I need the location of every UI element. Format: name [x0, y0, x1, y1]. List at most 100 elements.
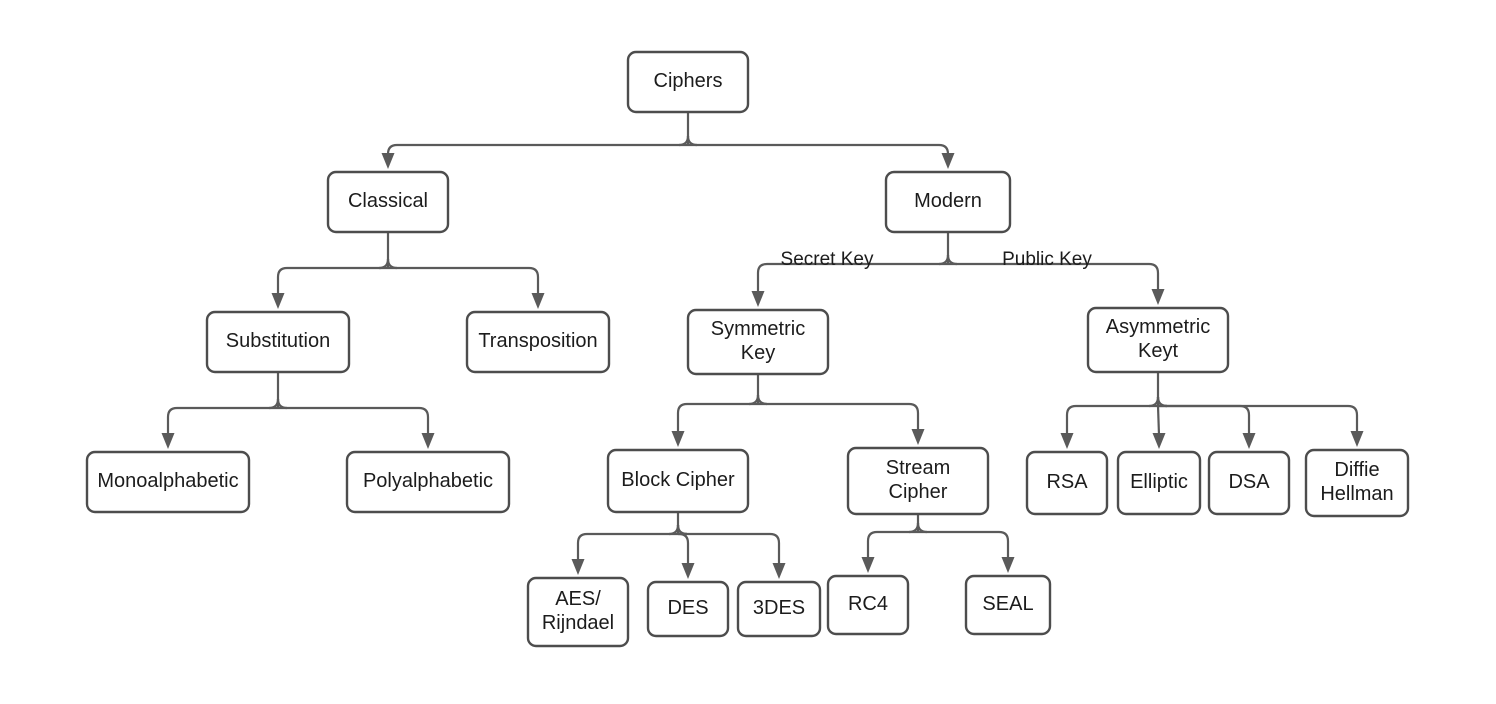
arrow-head-icon [671, 431, 685, 447]
node-box-ciphers [626, 50, 750, 114]
edge-connector [386, 143, 688, 156]
arrow-head-icon [941, 153, 955, 169]
node-label-des: DES [667, 597, 708, 619]
node-modern[interactable]: Modern [884, 170, 1012, 234]
arrow-head-icon [421, 433, 435, 449]
edge-connector [756, 262, 948, 293]
arrow-head-icon [571, 559, 585, 575]
edge-corner [916, 522, 928, 534]
node-elliptic[interactable]: Elliptic [1116, 450, 1202, 516]
edge-connector [688, 143, 950, 156]
node-substitution[interactable]: Substitution [205, 310, 351, 374]
edge-connector [1158, 404, 1251, 435]
edge-connector [948, 262, 1160, 291]
node-box-symmetric [686, 308, 830, 376]
node-box-des [646, 580, 730, 638]
node-rsa[interactable]: RSA [1025, 450, 1109, 516]
edge-corner [268, 398, 280, 410]
node-label-polyalphabetic: Polyalphabetic [363, 470, 493, 492]
arrow-head-icon [861, 557, 875, 573]
edge-corner [1156, 396, 1168, 408]
arrow-head-icon [772, 563, 786, 579]
edges-layer [161, 112, 1364, 579]
node-monoalphabetic[interactable]: Monoalphabetic [85, 450, 251, 514]
arrow-head-icon [1242, 433, 1256, 449]
node-polyalphabetic[interactable]: Polyalphabetic [345, 450, 511, 514]
arrow-head-icon [911, 429, 925, 445]
edge-connector [276, 266, 388, 295]
node-des[interactable]: DES [646, 580, 730, 638]
node-box-monoalphabetic [85, 450, 251, 514]
edge-connector [918, 530, 1010, 559]
node-box-classical [326, 170, 450, 234]
node-box-asymmetric [1086, 306, 1230, 374]
edge-corner [378, 258, 390, 270]
node-seal[interactable]: SEAL [964, 574, 1052, 636]
arrow-head-icon [681, 563, 695, 579]
arrow-head-icon [161, 433, 175, 449]
node-box-polyalphabetic [345, 450, 511, 514]
node-label-3des: 3DES [753, 597, 805, 619]
edge-corner [748, 394, 760, 406]
node-label-aes-rijndael: AES/Rijndael [542, 588, 614, 634]
node-ciphers[interactable]: Ciphers [626, 50, 750, 114]
edge-corner [676, 524, 688, 536]
edge-corner [908, 522, 920, 534]
node-label-dsa: DSA [1228, 471, 1270, 493]
node-box-3des [736, 580, 822, 638]
node-box-block-cipher [606, 448, 750, 514]
edge-connector [676, 402, 758, 433]
arrow-head-icon [1001, 557, 1015, 573]
node-box-transposition [465, 310, 611, 374]
node-classical[interactable]: Classical [326, 170, 450, 234]
node-box-modern [884, 170, 1012, 234]
node-label-block-cipher: Block Cipher [621, 469, 735, 491]
node-box-substitution [205, 310, 351, 374]
edge-connector [278, 406, 430, 435]
edge-corner [1148, 396, 1160, 408]
edge-connector [677, 532, 690, 565]
node-label-transposition: Transposition [478, 330, 597, 352]
arrow-head-icon [1152, 433, 1166, 449]
node-label-modern: Modern [914, 190, 982, 212]
node-label-classical: Classical [348, 190, 428, 212]
arrow-head-icon [1151, 289, 1165, 305]
node-transposition[interactable]: Transposition [465, 310, 611, 374]
node-rc4[interactable]: RC4 [826, 574, 910, 636]
node-label-substitution: Substitution [226, 330, 331, 352]
node-box-seal [964, 574, 1052, 636]
node-block-cipher[interactable]: Block Cipher [606, 448, 750, 514]
edge-corner [668, 524, 680, 536]
edge-label-0: Secret Key [781, 249, 874, 270]
edge-connector [866, 530, 918, 559]
edge-connector [166, 406, 278, 435]
node-label-rsa: RSA [1046, 471, 1088, 493]
edge-corner [756, 394, 768, 406]
edge-corner [938, 254, 950, 266]
node-3des[interactable]: 3DES [736, 580, 822, 638]
edge-connector [388, 266, 540, 295]
node-label-monoalphabetic: Monoalphabetic [97, 470, 238, 492]
node-label-rc4: RC4 [848, 593, 888, 615]
node-aes-rijndael[interactable]: AES/Rijndael [526, 576, 630, 648]
node-box-aes-rijndael [526, 576, 630, 648]
node-dsa[interactable]: DSA [1207, 450, 1291, 516]
edge-corner [686, 135, 698, 147]
node-box-rsa [1025, 450, 1109, 516]
arrow-head-icon [271, 293, 285, 309]
node-box-elliptic [1116, 450, 1202, 516]
node-label-ciphers: Ciphers [654, 70, 723, 92]
node-label-seal: SEAL [982, 593, 1033, 615]
arrow-head-icon [1350, 431, 1364, 447]
edge-corner [678, 135, 690, 147]
edge-connector [576, 532, 678, 561]
